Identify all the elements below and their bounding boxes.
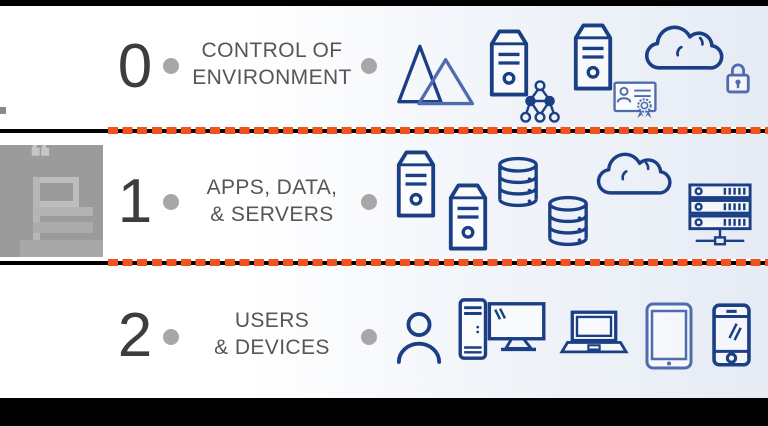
row-control-of-environment: 0 CONTROL OF ENVIRONMENT: [0, 6, 768, 127]
row-label-line2: ENVIRONMENT: [192, 66, 352, 89]
bottom-black-bar: [0, 398, 768, 426]
lock-icon: [724, 59, 752, 95]
row-number: 2: [117, 301, 153, 370]
server-tower-icon: [394, 148, 438, 220]
mountains-icon: [396, 40, 480, 108]
row-label-line1: USERS: [234, 309, 310, 332]
row-label-line2: & SERVERS: [210, 203, 334, 226]
quote-mark-shape: ❝: [28, 145, 52, 184]
laptop-icon: [559, 303, 629, 363]
person-icon: [395, 310, 443, 364]
left-edge-artifact: [0, 107, 6, 114]
cloud-icon: [590, 150, 678, 198]
row-label-line1: APPS, DATA,: [206, 176, 338, 199]
row-label: USERS & DEVICES: [178, 307, 366, 361]
server-tower-icon: [446, 181, 490, 253]
database-icon: [546, 195, 590, 247]
orange-dashes: [108, 127, 768, 134]
dashed-separator: [0, 127, 768, 134]
server-tower-icon: [571, 21, 615, 93]
cloud-icon: [639, 22, 729, 74]
certificate-icon: [613, 79, 657, 121]
server-tower-icon: [487, 27, 531, 99]
row-users-devices: 2 USERS & DEVICES: [0, 266, 768, 398]
row-label: CONTROL OF ENVIRONMENT: [178, 37, 366, 91]
sitemap-icon: [520, 79, 560, 123]
server-rack-icon: [686, 183, 754, 251]
row-number: 1: [117, 167, 153, 236]
bullet-dot: [163, 329, 179, 345]
database-icon: [496, 156, 540, 208]
row-label-line1: CONTROL OF: [201, 39, 343, 62]
gray-photo-fragment: ❝: [0, 145, 103, 257]
row-apps-data-servers: ❝ 1 APPS, DATA, & SERVERS: [0, 134, 768, 259]
row-label: APPS, DATA, & SERVERS: [178, 174, 366, 228]
bullet-dot: [163, 58, 179, 74]
row-number: 0: [117, 32, 153, 101]
tablet-icon: [645, 302, 695, 372]
bullet-dot: [163, 194, 179, 210]
smartphone-icon: [712, 303, 751, 369]
bullet-dot: [361, 58, 377, 74]
bullet-dot: [361, 194, 377, 210]
top-black-bar: [0, 0, 768, 6]
desktop-pc-icon: [458, 296, 546, 364]
orange-dashes: [108, 259, 768, 266]
dashed-separator: [0, 259, 768, 266]
row-label-line2: & DEVICES: [214, 336, 330, 359]
bullet-dot: [361, 329, 377, 345]
